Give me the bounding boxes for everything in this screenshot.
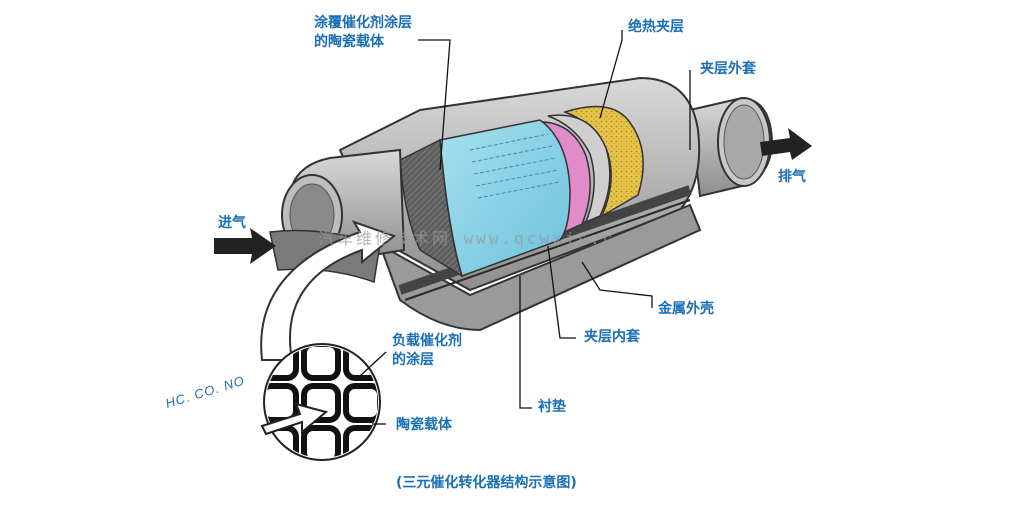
watermark: 汽车维修技术网 www.qcwxjs.com xyxy=(318,229,641,248)
label-insulation-layer: 绝热夹层 xyxy=(628,19,684,35)
outlet-pipe xyxy=(688,96,774,198)
inner-jacket xyxy=(547,114,611,224)
label-metal-shell: 金属外壳 xyxy=(658,301,714,317)
label-intake: 进气 xyxy=(218,215,246,231)
gas-input-arrow xyxy=(260,402,329,436)
label-ceramic-carrier: 陶瓷载体 xyxy=(396,417,452,433)
honeycomb-magnified xyxy=(263,343,381,461)
label-inner-jacket: 夹层内套 xyxy=(584,329,640,345)
flow-arrow-curve xyxy=(260,220,397,361)
exhaust-arrow-icon xyxy=(760,128,812,160)
leader-lines xyxy=(359,30,691,425)
label-exhaust: 排气 xyxy=(778,169,806,185)
label-liner-pad: 衬垫 xyxy=(538,399,566,415)
inlet-cone xyxy=(399,138,464,278)
label-coated-substrate: 涂覆催化剂涂层的陶瓷载体 xyxy=(314,15,412,50)
label-catalyst-coating: 负载催化剂的涂层 xyxy=(392,333,462,368)
label-outer-jacket: 夹层外套 xyxy=(700,61,756,77)
diagram-caption: (三元催化转化器结构示意图) xyxy=(396,475,577,491)
intake-arrow-icon xyxy=(214,228,276,264)
